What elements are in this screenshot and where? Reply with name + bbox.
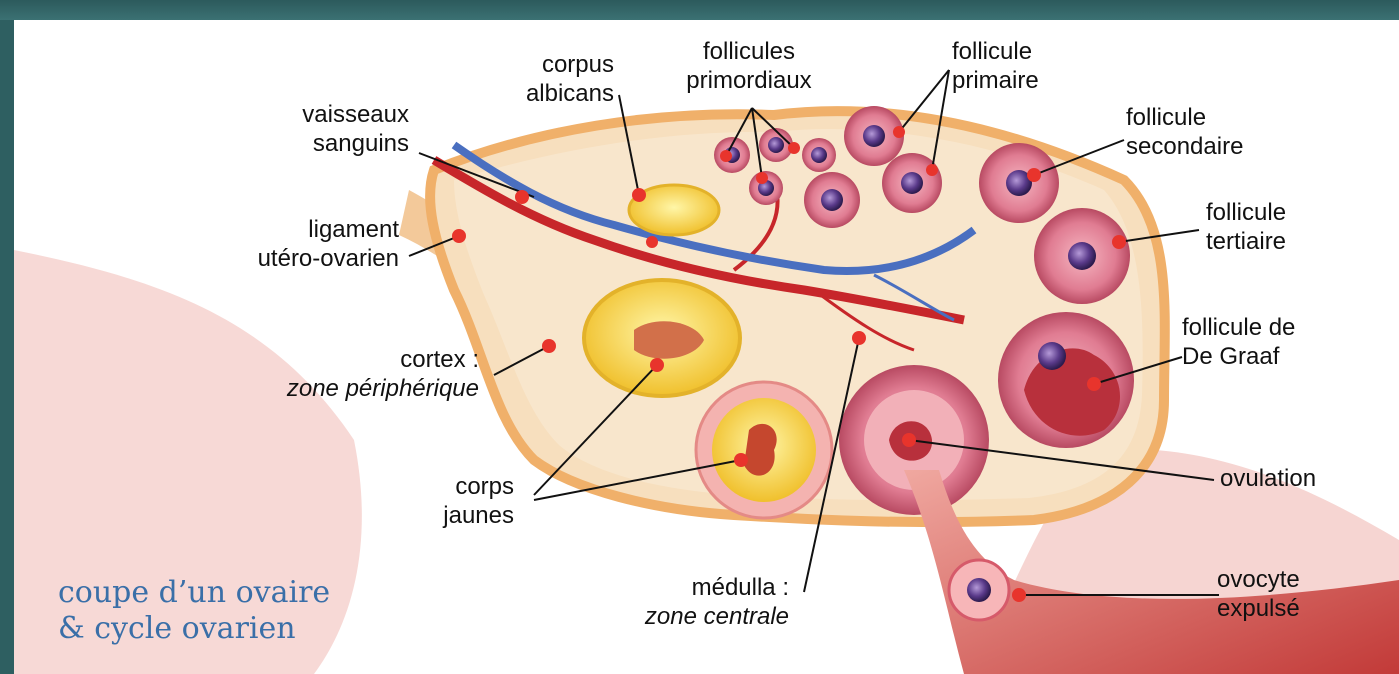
corpus-luteum-large [584, 280, 740, 396]
label-corps-jaunes: corps jaunes [394, 472, 514, 530]
marker-corps-2 [734, 453, 748, 467]
label-follicules-primordiaux: follicules primordiaux [649, 37, 849, 95]
label-follicule-tertiaire: follicule tertiaire [1206, 198, 1286, 256]
label-line: De Graaf [1182, 342, 1295, 371]
label-line: albicans [474, 79, 614, 108]
label-line: ovocyte [1217, 565, 1300, 594]
label-line: zone centrale [544, 602, 789, 631]
label-line: corps [394, 472, 514, 501]
marker-primaire-1 [893, 126, 905, 138]
marker-cortex [542, 339, 556, 353]
label-line: médulla : [544, 573, 789, 602]
marker-ovulation [902, 433, 916, 447]
marker-vaisseaux [515, 190, 529, 204]
label-line: follicules [649, 37, 849, 66]
marker-primordiaux-2 [756, 172, 768, 184]
marker-ovocyte [1012, 588, 1026, 602]
label-line: ovulation [1220, 464, 1316, 493]
label-line: corpus [474, 50, 614, 79]
label-line: vaisseaux [199, 100, 409, 129]
diagram-frame: vaisseaux sanguins ligament utéro-ovarie… [14, 20, 1399, 674]
tertiary-follicle [1034, 208, 1130, 304]
de-graaf-follicle [998, 312, 1134, 448]
label-cortex: cortex : zone périphérique [174, 345, 479, 403]
label-line: secondaire [1126, 132, 1243, 161]
diagram-caption: coupe d’un ovaire & cycle ovarien [58, 575, 330, 647]
label-corpus-albicans: corpus albicans [474, 50, 614, 108]
label-line: zone périphérique [174, 374, 479, 403]
marker-ligament [452, 229, 466, 243]
label-line: primordiaux [649, 66, 849, 95]
label-ovocyte-expulse: ovocyte expulsé [1217, 565, 1300, 623]
label-line: follicule [1126, 103, 1243, 132]
label-line: ligament [169, 215, 399, 244]
label-line: cortex : [174, 345, 479, 374]
expelled-oocyte [949, 560, 1009, 620]
label-ovulation: ovulation [1220, 464, 1316, 493]
label-follicule-secondaire: follicule secondaire [1126, 103, 1243, 161]
marker-de-graaf [1087, 377, 1101, 391]
label-line: follicule [952, 37, 1039, 66]
marker-primordiaux-3 [788, 142, 800, 154]
label-line: expulsé [1217, 594, 1300, 623]
label-follicule-de-graaf: follicule de De Graaf [1182, 313, 1295, 371]
marker-medulla [852, 331, 866, 345]
marker-secondaire [1027, 168, 1041, 182]
corpus-luteum-round [696, 382, 832, 518]
marker-vessel-branch [646, 236, 658, 248]
label-line: sanguins [199, 129, 409, 158]
label-line: jaunes [394, 501, 514, 530]
label-ligament: ligament utéro-ovarien [169, 215, 399, 273]
marker-corps-1 [650, 358, 664, 372]
label-follicule-primaire: follicule primaire [952, 37, 1039, 95]
label-line: follicule [1206, 198, 1286, 227]
marker-primaire-2 [926, 164, 938, 176]
label-medulla: médulla : zone centrale [544, 573, 789, 631]
caption-line-2: & cycle ovarien [58, 611, 330, 647]
label-line: tertiaire [1206, 227, 1286, 256]
label-line: utéro-ovarien [169, 244, 399, 273]
label-line: primaire [952, 66, 1039, 95]
marker-primordiaux-1 [720, 150, 732, 162]
label-line: follicule de [1182, 313, 1295, 342]
caption-line-1: coupe d’un ovaire [58, 575, 330, 611]
marker-tertiaire [1112, 235, 1126, 249]
secondary-follicle [979, 143, 1059, 223]
marker-albicans [632, 188, 646, 202]
label-vaisseaux-sanguins: vaisseaux sanguins [199, 100, 409, 158]
